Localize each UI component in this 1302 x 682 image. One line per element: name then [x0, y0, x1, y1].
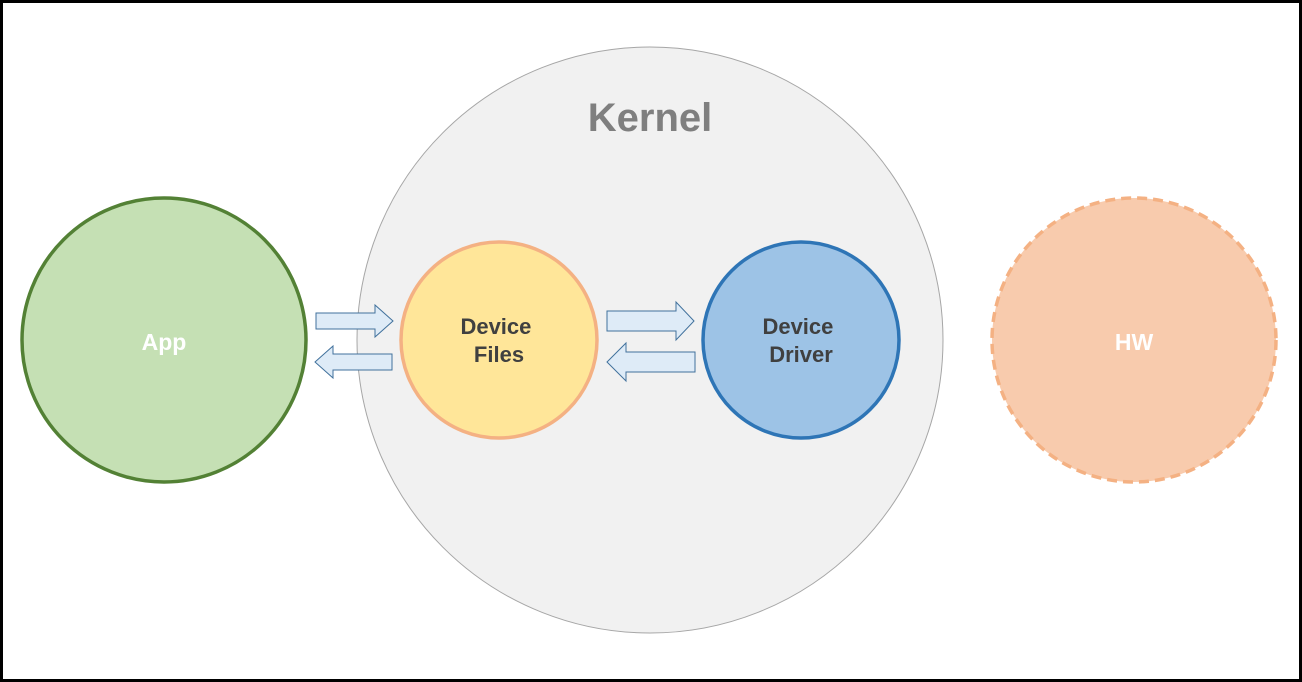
arrow-device-driver-to-device-files: [606, 341, 696, 383]
app-label: App: [142, 329, 187, 355]
app-node: App: [20, 196, 308, 484]
arrow-app-to-device-files: [315, 303, 394, 339]
app-circle: [20, 196, 308, 484]
device-driver-circle: [701, 240, 901, 440]
device-files-label-line2: Files: [474, 342, 524, 367]
kernel-diagram: Kernel App Device Files Device Driver: [20, 46, 1278, 634]
device-files-circle: [399, 240, 599, 440]
device-driver-node: Device Driver: [701, 240, 901, 440]
arrow-device-files-to-app: [314, 344, 393, 380]
hw-node: HW: [990, 196, 1278, 484]
device-files-label-line1: Device: [460, 314, 531, 339]
kernel-node: Kernel: [356, 46, 944, 634]
device-files-label: Device Files: [460, 314, 537, 367]
hw-label: HW: [1115, 329, 1154, 355]
arrow-device-files-to-device-driver: [606, 300, 695, 342]
device-driver-label-line2: Driver: [769, 342, 833, 367]
kernel-circle: [356, 46, 944, 634]
hw-circle: [990, 196, 1278, 484]
device-driver-label: Device Driver: [762, 314, 839, 367]
kernel-label: Kernel: [588, 96, 713, 140]
device-files-node: Device Files: [399, 240, 599, 440]
device-driver-label-line1: Device: [762, 314, 833, 339]
